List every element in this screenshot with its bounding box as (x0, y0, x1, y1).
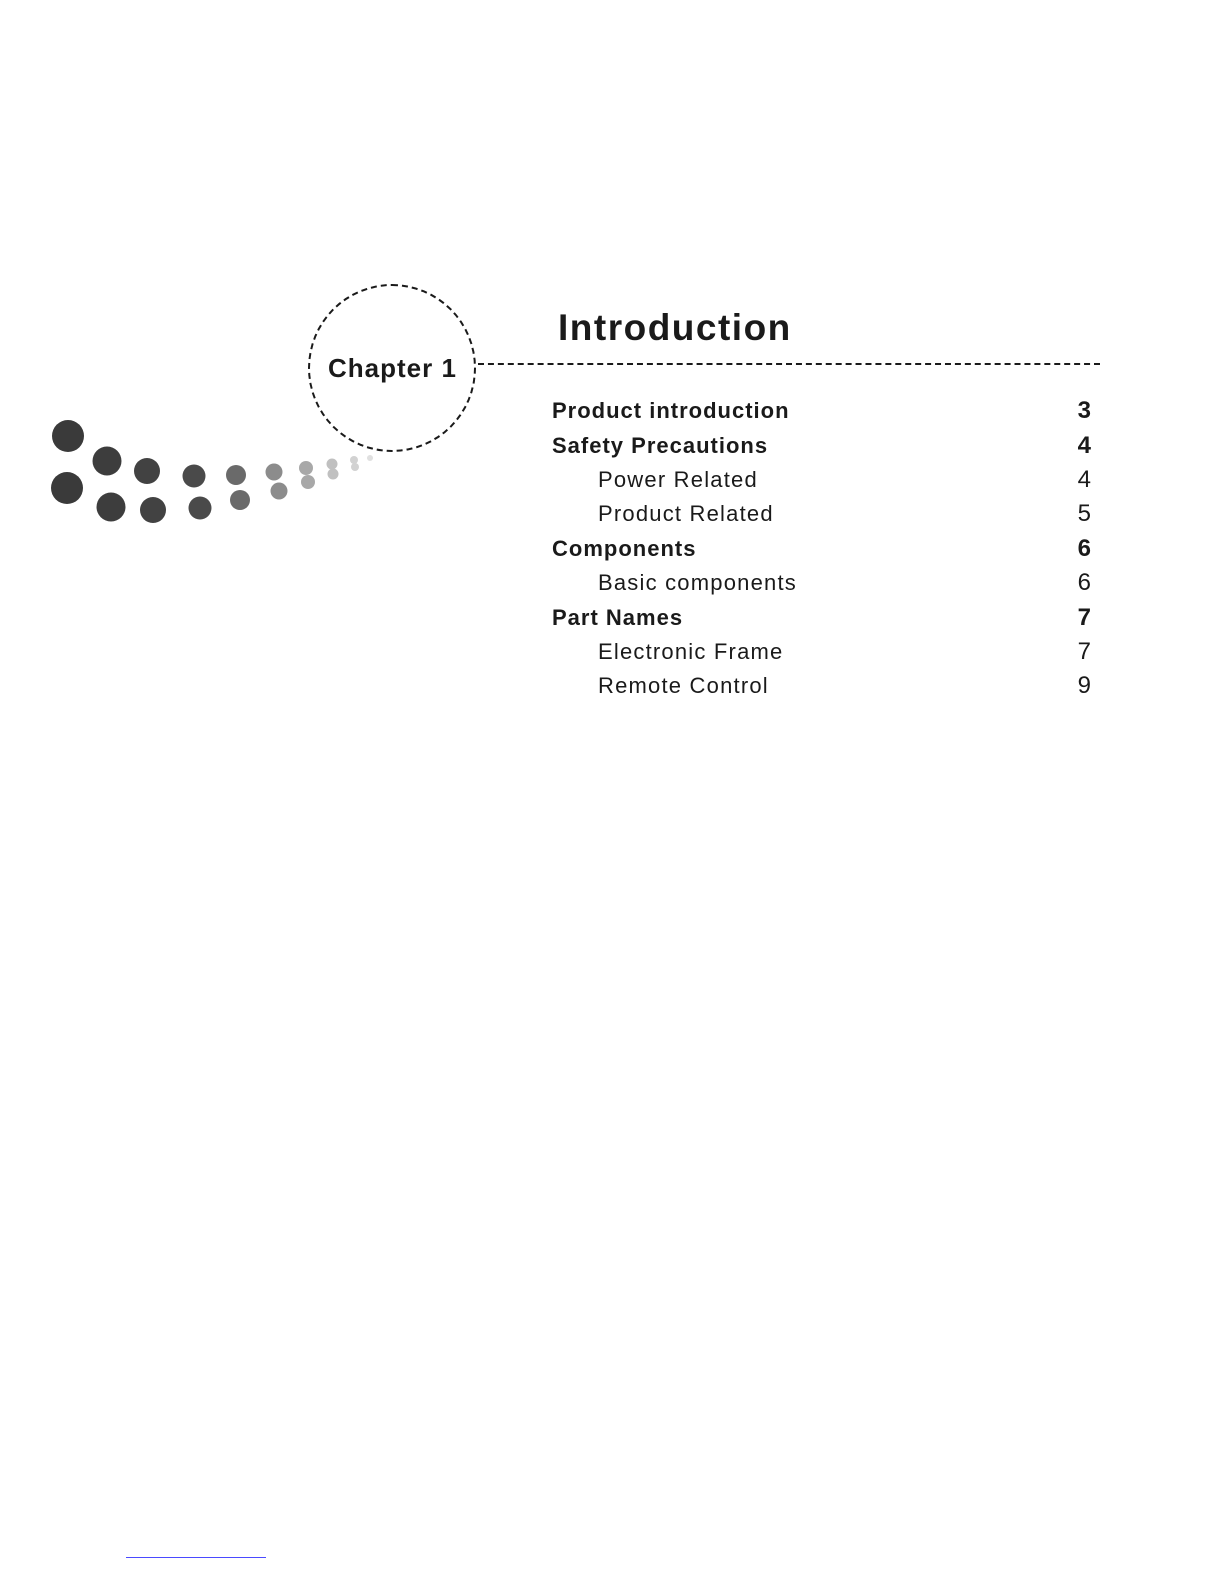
table-of-contents: Product introduction 3 Safety Precaution… (552, 394, 1092, 704)
toc-page-number: 4 (1078, 432, 1092, 460)
toc-subentry[interactable]: Product Related 5 (552, 497, 1092, 531)
dot (271, 483, 288, 500)
toc-subentry[interactable]: Electronic Frame 7 (552, 635, 1092, 669)
toc-subentry[interactable]: Remote Control 9 (552, 669, 1092, 703)
dot (189, 497, 212, 520)
dot (134, 458, 160, 484)
dot (350, 456, 358, 464)
toc-subentry[interactable]: Basic components 6 (552, 566, 1092, 600)
toc-entry-label: Basic components (552, 570, 797, 596)
toc-page-number: 7 (1078, 638, 1092, 666)
toc-page-number: 9 (1078, 672, 1092, 700)
chapter-label: Chapter 1 (328, 352, 457, 384)
toc-subentry[interactable]: Power Related 4 (552, 463, 1092, 497)
dot (299, 461, 313, 475)
dot (367, 455, 373, 461)
toc-entry[interactable]: Part Names 7 (552, 600, 1092, 634)
toc-entry-label: Electronic Frame (552, 639, 783, 665)
dot (230, 490, 250, 510)
toc-entry-label: Power Related (552, 467, 758, 493)
toc-entry-label: Product Related (552, 501, 774, 527)
toc-page-number: 6 (1078, 569, 1092, 597)
dot (52, 420, 84, 452)
toc-entry-label: Part Names (552, 605, 683, 631)
chapter-title: Introduction (558, 306, 792, 350)
dot (183, 465, 206, 488)
dot (301, 475, 315, 489)
toc-page-number: 3 (1078, 397, 1092, 425)
toc-entry-label: Components (552, 536, 696, 562)
toc-entry[interactable]: Product introduction 3 (552, 394, 1092, 428)
dot (51, 472, 83, 504)
toc-entry-label: Product introduction (552, 398, 790, 424)
footer-link-underline (126, 1557, 266, 1558)
toc-entry[interactable]: Components 6 (552, 532, 1092, 566)
dot (351, 463, 359, 471)
dot (93, 447, 122, 476)
toc-page-number: 5 (1078, 500, 1092, 528)
title-divider (478, 363, 1100, 365)
dot (226, 465, 246, 485)
toc-entry[interactable]: Safety Precautions 4 (552, 428, 1092, 462)
dot (327, 459, 338, 470)
toc-page-number: 4 (1078, 466, 1092, 494)
dot (97, 493, 126, 522)
dot (328, 469, 339, 480)
toc-entry-label: Remote Control (552, 673, 769, 699)
toc-entry-label: Safety Precautions (552, 433, 768, 459)
dot (266, 464, 283, 481)
toc-page-number: 6 (1078, 535, 1092, 563)
toc-page-number: 7 (1078, 604, 1092, 632)
dot (140, 497, 166, 523)
dots-swoosh-decoration (0, 0, 400, 540)
